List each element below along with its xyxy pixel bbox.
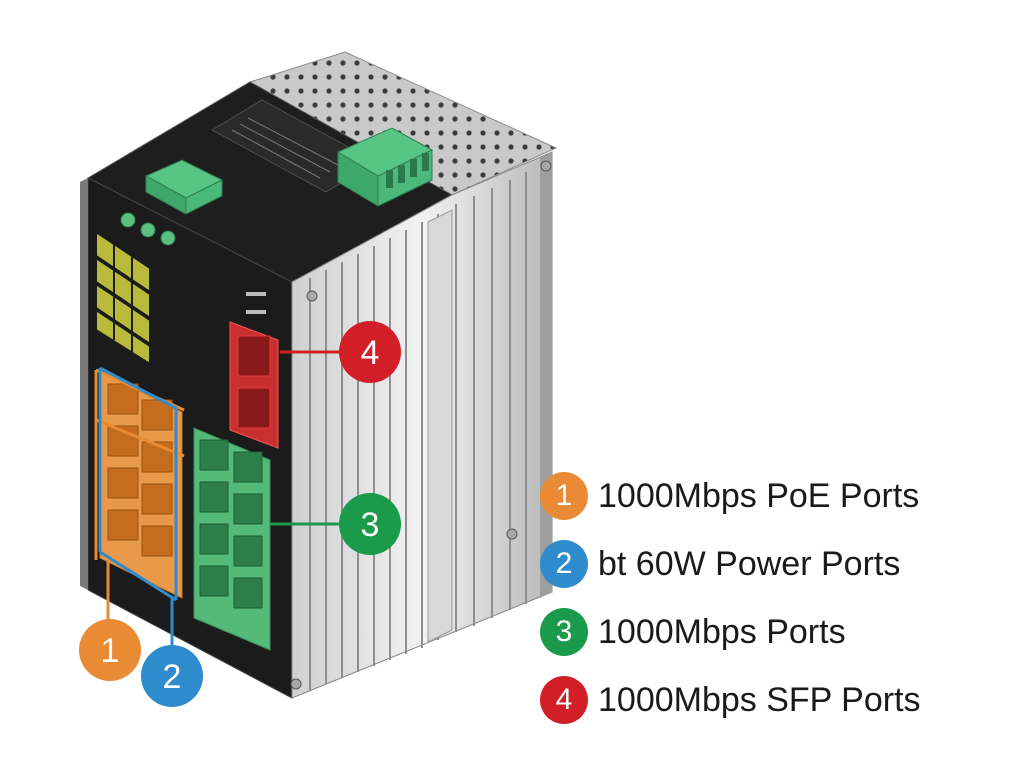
legend-item-sfp: 4 1000Mbps SFP Ports [540,674,921,726]
callout-1: 1 [79,619,141,681]
callout-3: 3 [339,493,401,555]
gigabit-ports [193,427,271,651]
legend-badge: 2 [540,540,588,588]
callout-2: 2 [141,645,203,707]
bt-bracket [99,366,178,600]
svg-text:2: 2 [163,658,182,696]
legend-badge: 4 [540,676,588,724]
legend-label: 1000Mbps Ports [598,612,846,651]
legend-label: 1000Mbps PoE Ports [598,476,920,515]
svg-text:1: 1 [101,632,120,670]
svg-text:3: 3 [361,506,380,544]
legend-item-gigabit: 3 1000Mbps Ports [540,606,846,658]
legend-item-poe: 1 1000Mbps PoE Ports [540,470,919,522]
legend-badge: 3 [540,608,588,656]
legend-badge: 1 [540,472,588,520]
svg-text:4: 4 [361,334,380,372]
legend-label: bt 60W Power Ports [598,544,901,583]
callout-4: 4 [339,321,401,383]
legend-item-bt-power: 2 bt 60W Power Ports [540,538,900,590]
sfp-ports [229,321,279,449]
ground-terminals [120,212,176,246]
screws [290,160,552,690]
legend-label: 1000Mbps SFP Ports [598,680,921,719]
